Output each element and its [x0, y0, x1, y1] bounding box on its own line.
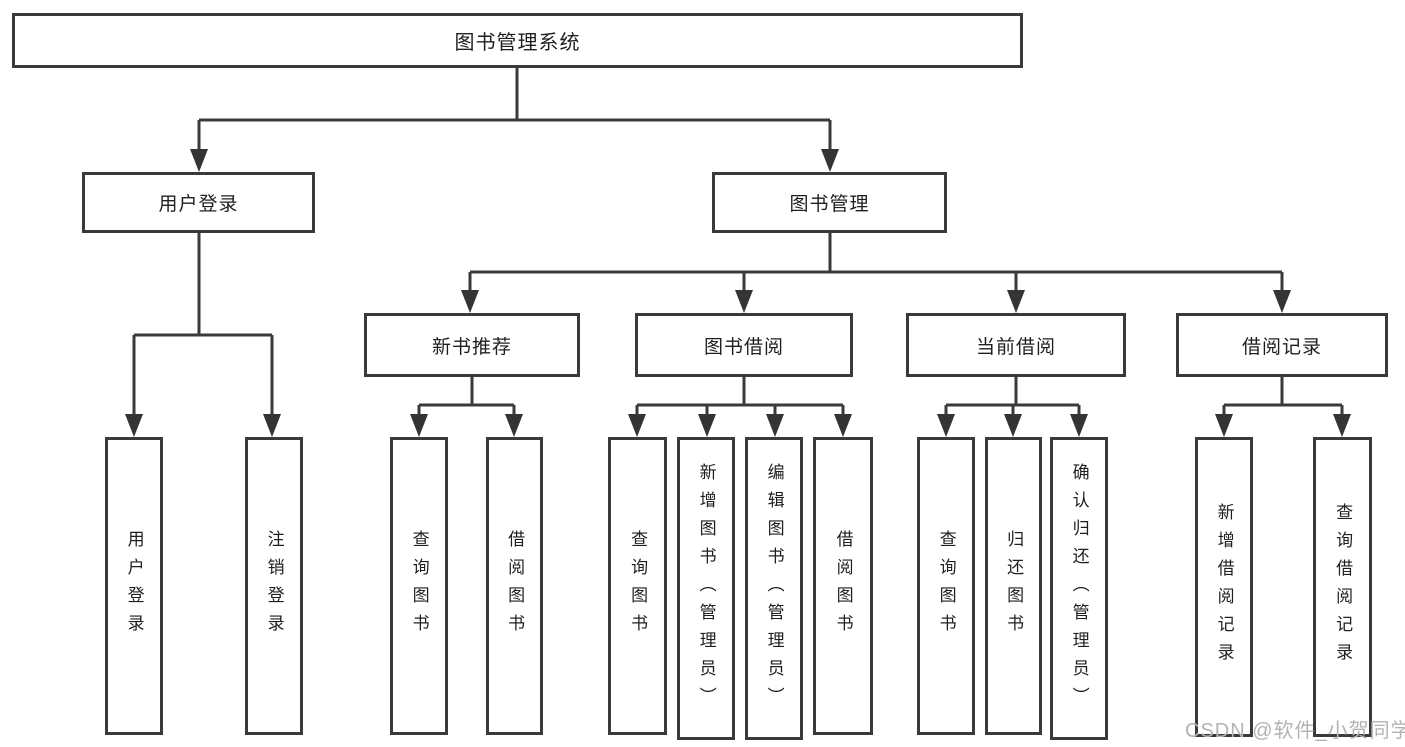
leaf-records-add-record: 新增借阅记录 — [1195, 437, 1253, 737]
leaf-borrowing-edit-books-admin: 编辑图书（管理员） — [745, 437, 803, 740]
leaf-current-confirm-return-admin: 确认归还（管理员） — [1050, 437, 1108, 740]
node-library-management-system: 图书管理系统 — [12, 13, 1023, 68]
leaf-current-confirm-return-admin-label: 确认归还（管理员） — [1069, 462, 1089, 715]
leaf-logout-label: 注销登录 — [264, 530, 284, 642]
leaf-records-query-record: 查询借阅记录 — [1313, 437, 1372, 737]
leaf-user-login: 用户登录 — [105, 437, 163, 735]
leaf-borrowing-add-books-admin-label: 新增图书（管理员） — [696, 462, 716, 715]
leaf-recommend-borrow-books-label: 借阅图书 — [505, 530, 525, 642]
leaf-recommend-query-books: 查询图书 — [390, 437, 448, 735]
node-book-management: 图书管理 — [712, 172, 947, 233]
leaf-user-login-label: 用户登录 — [124, 530, 144, 642]
leaf-borrowing-borrow-books-label: 借阅图书 — [833, 530, 853, 642]
leaf-current-query-books: 查询图书 — [917, 437, 975, 735]
leaf-current-return-books: 归还图书 — [985, 437, 1042, 735]
node-borrowing-records: 借阅记录 — [1176, 313, 1388, 377]
node-current-borrowing: 当前借阅 — [906, 313, 1126, 377]
leaf-current-query-books-label: 查询图书 — [936, 530, 956, 642]
leaf-borrowing-query-books-label: 查询图书 — [628, 530, 648, 642]
leaf-records-add-record-label: 新增借阅记录 — [1214, 503, 1234, 671]
leaf-borrowing-edit-books-admin-label: 编辑图书（管理员） — [764, 462, 784, 715]
leaf-borrowing-add-books-admin: 新增图书（管理员） — [677, 437, 735, 740]
leaf-borrowing-borrow-books: 借阅图书 — [813, 437, 873, 735]
leaf-recommend-query-books-label: 查询图书 — [409, 530, 429, 642]
node-new-book-recommendation: 新书推荐 — [364, 313, 580, 377]
leaf-records-query-record-label: 查询借阅记录 — [1333, 503, 1353, 671]
leaf-current-return-books-label: 归还图书 — [1004, 530, 1024, 642]
leaf-borrowing-query-books: 查询图书 — [608, 437, 667, 735]
arrowheads — [125, 149, 1351, 437]
node-book-borrowing: 图书借阅 — [635, 313, 853, 377]
leaf-logout: 注销登录 — [245, 437, 303, 735]
node-user-login: 用户登录 — [82, 172, 315, 233]
watermark-text: CSDN @软件_小贺同学 — [1185, 720, 1405, 742]
leaf-recommend-borrow-books: 借阅图书 — [486, 437, 543, 735]
